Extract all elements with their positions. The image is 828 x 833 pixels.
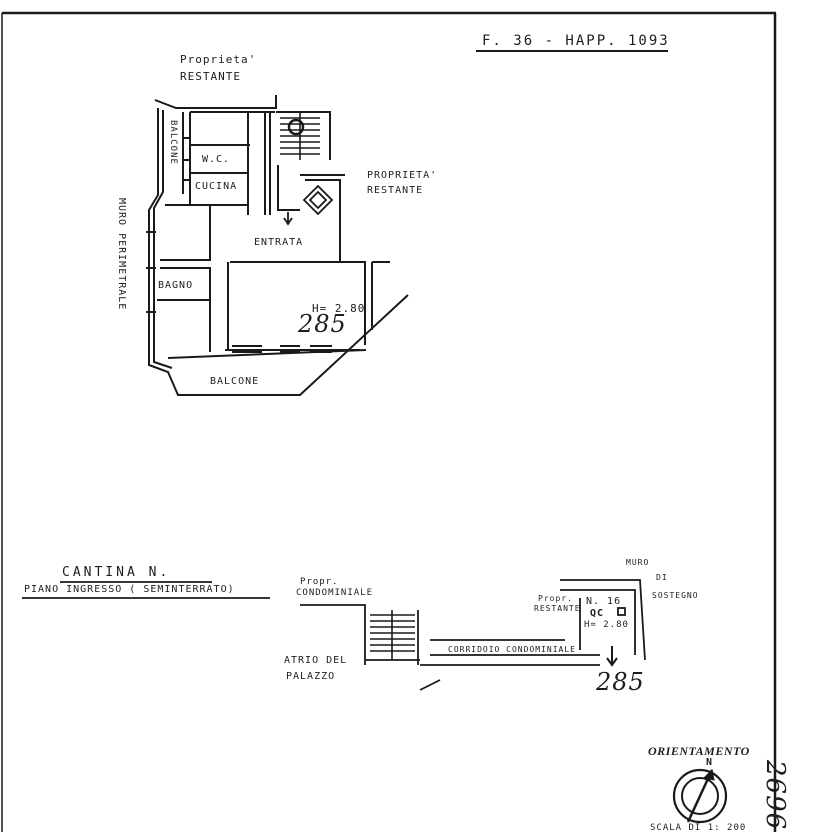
corridor-label: CORRIDOIO CONDOMINIALE [448, 645, 576, 654]
sheet-frame [1, 11, 777, 832]
support-wall-line2: DI [656, 573, 668, 582]
entrance-arrow [283, 212, 293, 226]
cellar-handwritten-number: 285 [596, 668, 645, 696]
room-entrance: ENTRATA [254, 237, 304, 248]
room-balcony-bottom: BALCONE [210, 376, 260, 387]
cellar-title: CANTINA N. [62, 565, 171, 580]
support-wall-line1: MURO [626, 558, 650, 567]
atrium-line1: ATRIO DEL [284, 655, 348, 666]
apartment-plan [146, 95, 409, 396]
floor-handwritten-number: 285 [298, 310, 347, 338]
top-neighbor-line2: RESTANTE [180, 70, 241, 83]
common-property-line2: CONDOMINIALE [296, 588, 374, 598]
cellar-floor: PIANO INGRESSO ( SEMINTERRATO) [24, 584, 235, 595]
shaft-symbol [302, 184, 334, 216]
sheet-side-number: 2696 [760, 760, 790, 831]
main-stair [280, 112, 320, 160]
stair-marker [287, 118, 305, 136]
other-property-line2: RESTANTE [534, 604, 581, 613]
right-neighbor-line1: PROPRIETA' [367, 170, 438, 181]
cellar-plan [22, 579, 646, 691]
cellar-unit-code: QC [590, 608, 605, 619]
room-balcony-left: BALCONE [168, 120, 178, 165]
scale-label: SCALA DI 1: 200 [650, 823, 747, 833]
top-neighbor-line1: Proprieta' [180, 53, 257, 66]
support-wall-line3: SOSTEGNO [652, 591, 699, 600]
room-kitchen: CUCINA [195, 181, 238, 192]
cellar-unit: N. 16 [586, 596, 622, 607]
room-wc: W.C. [202, 154, 231, 165]
atrium-line2: PALAZZO [286, 671, 336, 682]
room-bathroom: BAGNO [158, 280, 194, 291]
north-label: N [706, 757, 714, 768]
right-neighbor-line2: RESTANTE [367, 185, 424, 196]
cellar-stair [370, 610, 415, 660]
cellar-height: H= 2.80 [584, 620, 629, 630]
cellar-arrow [606, 646, 618, 667]
other-property-line1: Propr. [538, 594, 573, 603]
perimeter-wall-label: MURO PERIMETRALE [116, 198, 127, 311]
floor-height: H= 2.80 [312, 302, 366, 315]
compass-icon [672, 768, 728, 824]
orientation-label: ORIENTAMENTO [648, 744, 750, 758]
sheet-reference: F. 36 - HAPP. 1093 [482, 33, 670, 49]
common-property-line1: Propr. [300, 577, 339, 587]
